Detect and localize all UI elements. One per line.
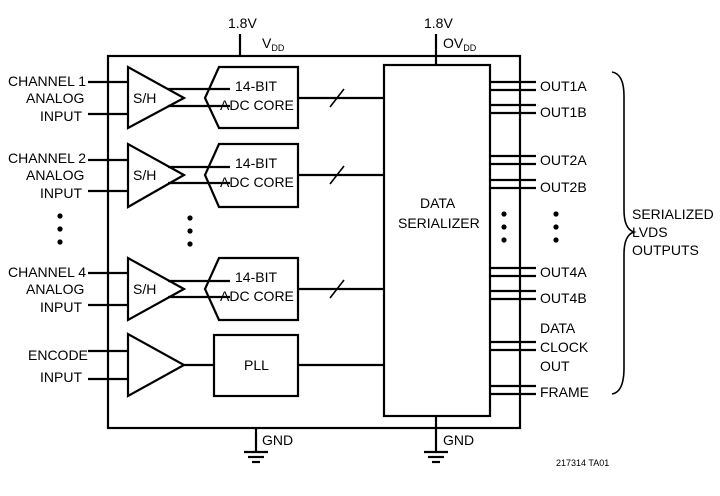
ovdd-voltage: 1.8V (424, 15, 453, 31)
sample-hold-amp (126, 142, 187, 209)
output-bracket (611, 71, 637, 395)
ovdd-label: OVDD (443, 35, 477, 53)
sample-hold-amp (126, 65, 187, 130)
out1b-label: OUT1B (540, 104, 587, 120)
sh-label: S/H (133, 281, 156, 297)
out4b-label: OUT4B (540, 290, 587, 306)
encode-buffer (126, 332, 187, 398)
adc-label: 14-BIT (235, 155, 277, 171)
ch1-label: INPUT (40, 108, 82, 124)
adc-label: ADC CORE (220, 174, 294, 190)
data-clock-label: CLOCK (540, 339, 589, 355)
figure-id: 217314 TA01 (556, 458, 609, 468)
bracket-label: LVDS (632, 224, 668, 240)
channel-ellipsis-left (57, 213, 63, 245)
data-clock-label: OUT (540, 358, 570, 374)
chip-outline (106, 54, 522, 430)
adc-core (203, 65, 300, 130)
ch4-label: ANALOG (26, 281, 84, 297)
encode-label: INPUT (40, 369, 82, 385)
out4a-label: OUT4A (540, 264, 587, 280)
output-ellipsis (501, 211, 559, 243)
ch2-label: ANALOG (26, 167, 84, 183)
gnd-left-label: GND (262, 432, 293, 448)
ch2-label: INPUT (40, 185, 82, 201)
adc-label: 14-BIT (235, 269, 277, 285)
frame-label: FRAME (540, 384, 589, 400)
out2b-label: OUT2B (540, 179, 587, 195)
encode-label: ENCODE (28, 347, 88, 363)
adc-core (203, 256, 300, 322)
ch4-label: INPUT (40, 299, 82, 315)
sample-hold-amp (126, 256, 187, 322)
adc-label: ADC CORE (220, 97, 294, 113)
data-clock-label: DATA (540, 320, 576, 336)
serializer-label: DATA (420, 195, 456, 211)
out1a-label: OUT1A (540, 78, 587, 94)
adc-label: ADC CORE (220, 288, 294, 304)
adc-label: 14-BIT (235, 78, 277, 94)
vdd-label: VDD (262, 35, 285, 53)
bracket-label: OUTPUTS (632, 242, 699, 258)
gnd-right-symbol (424, 416, 448, 464)
ch1-label: CHANNEL 1 (8, 73, 86, 89)
vdd-voltage: 1.8V (228, 15, 257, 31)
gnd-left-symbol (244, 428, 268, 464)
serializer-label: SERIALIZER (398, 215, 480, 231)
gnd-right-label: GND (443, 432, 474, 448)
ch1-label: ANALOG (26, 90, 84, 106)
bracket-label: SERIALIZED (632, 206, 714, 222)
sh-label: S/H (133, 167, 156, 183)
channel-ellipsis-middle (187, 215, 193, 247)
ch4-label: CHANNEL 4 (8, 264, 86, 280)
data-serializer (382, 63, 492, 418)
output-pins (490, 80, 536, 396)
input-pins (88, 80, 128, 381)
ch2-label: CHANNEL 2 (8, 150, 86, 166)
pll-label: PLL (244, 357, 269, 373)
out2a-label: OUT2A (540, 152, 587, 168)
adc-core (203, 142, 300, 209)
sh-label: S/H (133, 90, 156, 106)
